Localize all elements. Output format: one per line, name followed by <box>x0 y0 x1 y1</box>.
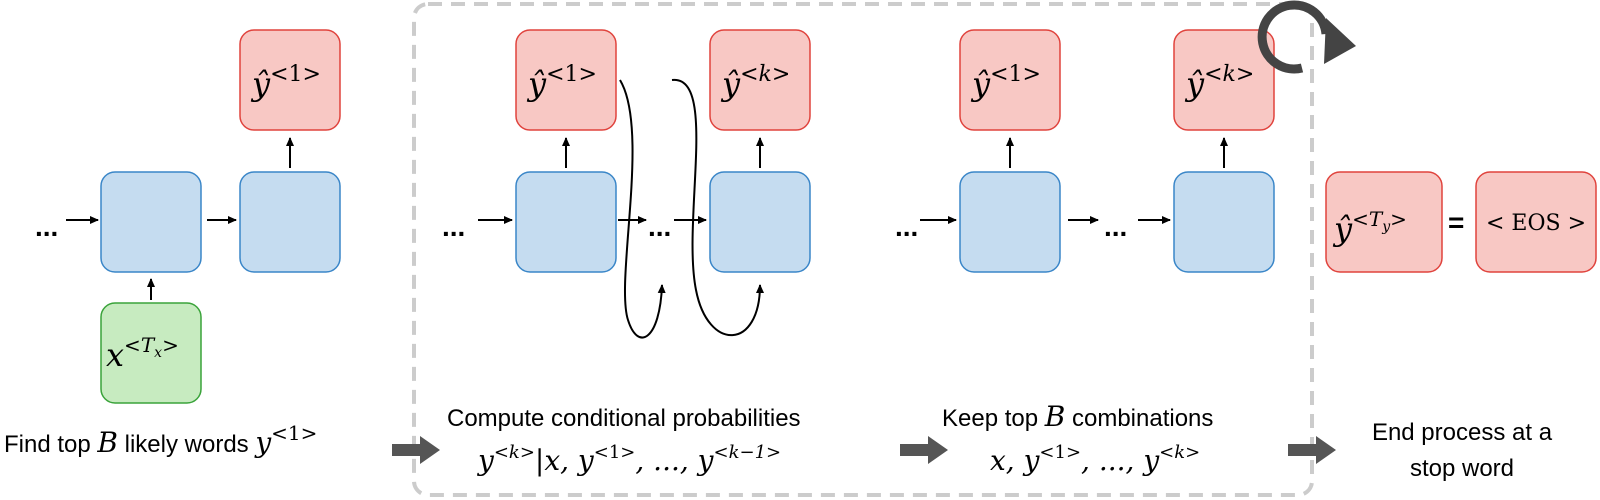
thick-right-arrow-icon <box>1288 436 1336 464</box>
step2-caption-line1: Compute conditional probabilities <box>447 405 801 432</box>
feedback-curve <box>671 78 764 337</box>
step3-caption-line1: Keep top B combinations <box>942 400 1213 433</box>
input-x-label: x<Tx> <box>106 333 179 374</box>
output-yk-box <box>1173 29 1275 131</box>
step4-caption-line1: End process at a <box>1372 419 1553 446</box>
ellipsis: ... <box>1104 211 1127 242</box>
rnn-cell-encoder-end <box>100 171 202 273</box>
final-output-label: ŷ<Ty> <box>1332 207 1407 248</box>
output-y1-box <box>515 29 617 131</box>
output-yk-box <box>709 29 811 131</box>
rnn-cell-keep1 <box>959 171 1061 273</box>
output-y1-label: ŷ<1> <box>526 62 597 103</box>
step3-caption-math: x, y<1>, ..., y<k> <box>990 442 1200 477</box>
thick-right-arrow-icon <box>392 436 440 464</box>
feedback-curve <box>619 79 666 339</box>
output-y1-label: ŷ<1> <box>250 62 321 103</box>
eos-label: < EOS > <box>1486 211 1586 236</box>
input-x-box <box>100 302 202 404</box>
output-y1-label: ŷ<1> <box>970 62 1041 103</box>
output-y1-box <box>239 29 341 131</box>
final-output-box <box>1325 171 1443 273</box>
step4-caption-line2: stop word <box>1410 455 1514 482</box>
rnn-cell-keepk <box>1173 171 1275 273</box>
cycle-arrow-icon <box>1257 0 1356 74</box>
output-y1-box <box>959 29 1061 131</box>
rnn-cell-decoder-first <box>239 171 341 273</box>
ellipsis: ... <box>895 211 918 242</box>
eos-box <box>1475 171 1597 273</box>
step2-caption-math: y<k>|x, y<1>, ..., y<k−1> <box>476 442 781 477</box>
ellipsis: ... <box>35 211 58 242</box>
rnn-cell-step1 <box>515 171 617 273</box>
equals-sign: = <box>1448 207 1464 238</box>
thick-right-arrow-icon <box>900 436 948 464</box>
output-yk-label: ŷ<k> <box>1184 62 1254 103</box>
ellipsis: ... <box>648 211 671 242</box>
ellipsis: ... <box>442 211 465 242</box>
rnn-cell-stepk <box>709 171 811 273</box>
step1-caption: Find top B likely words y<1> <box>4 421 317 459</box>
output-yk-label: ŷ<k> <box>720 62 790 103</box>
